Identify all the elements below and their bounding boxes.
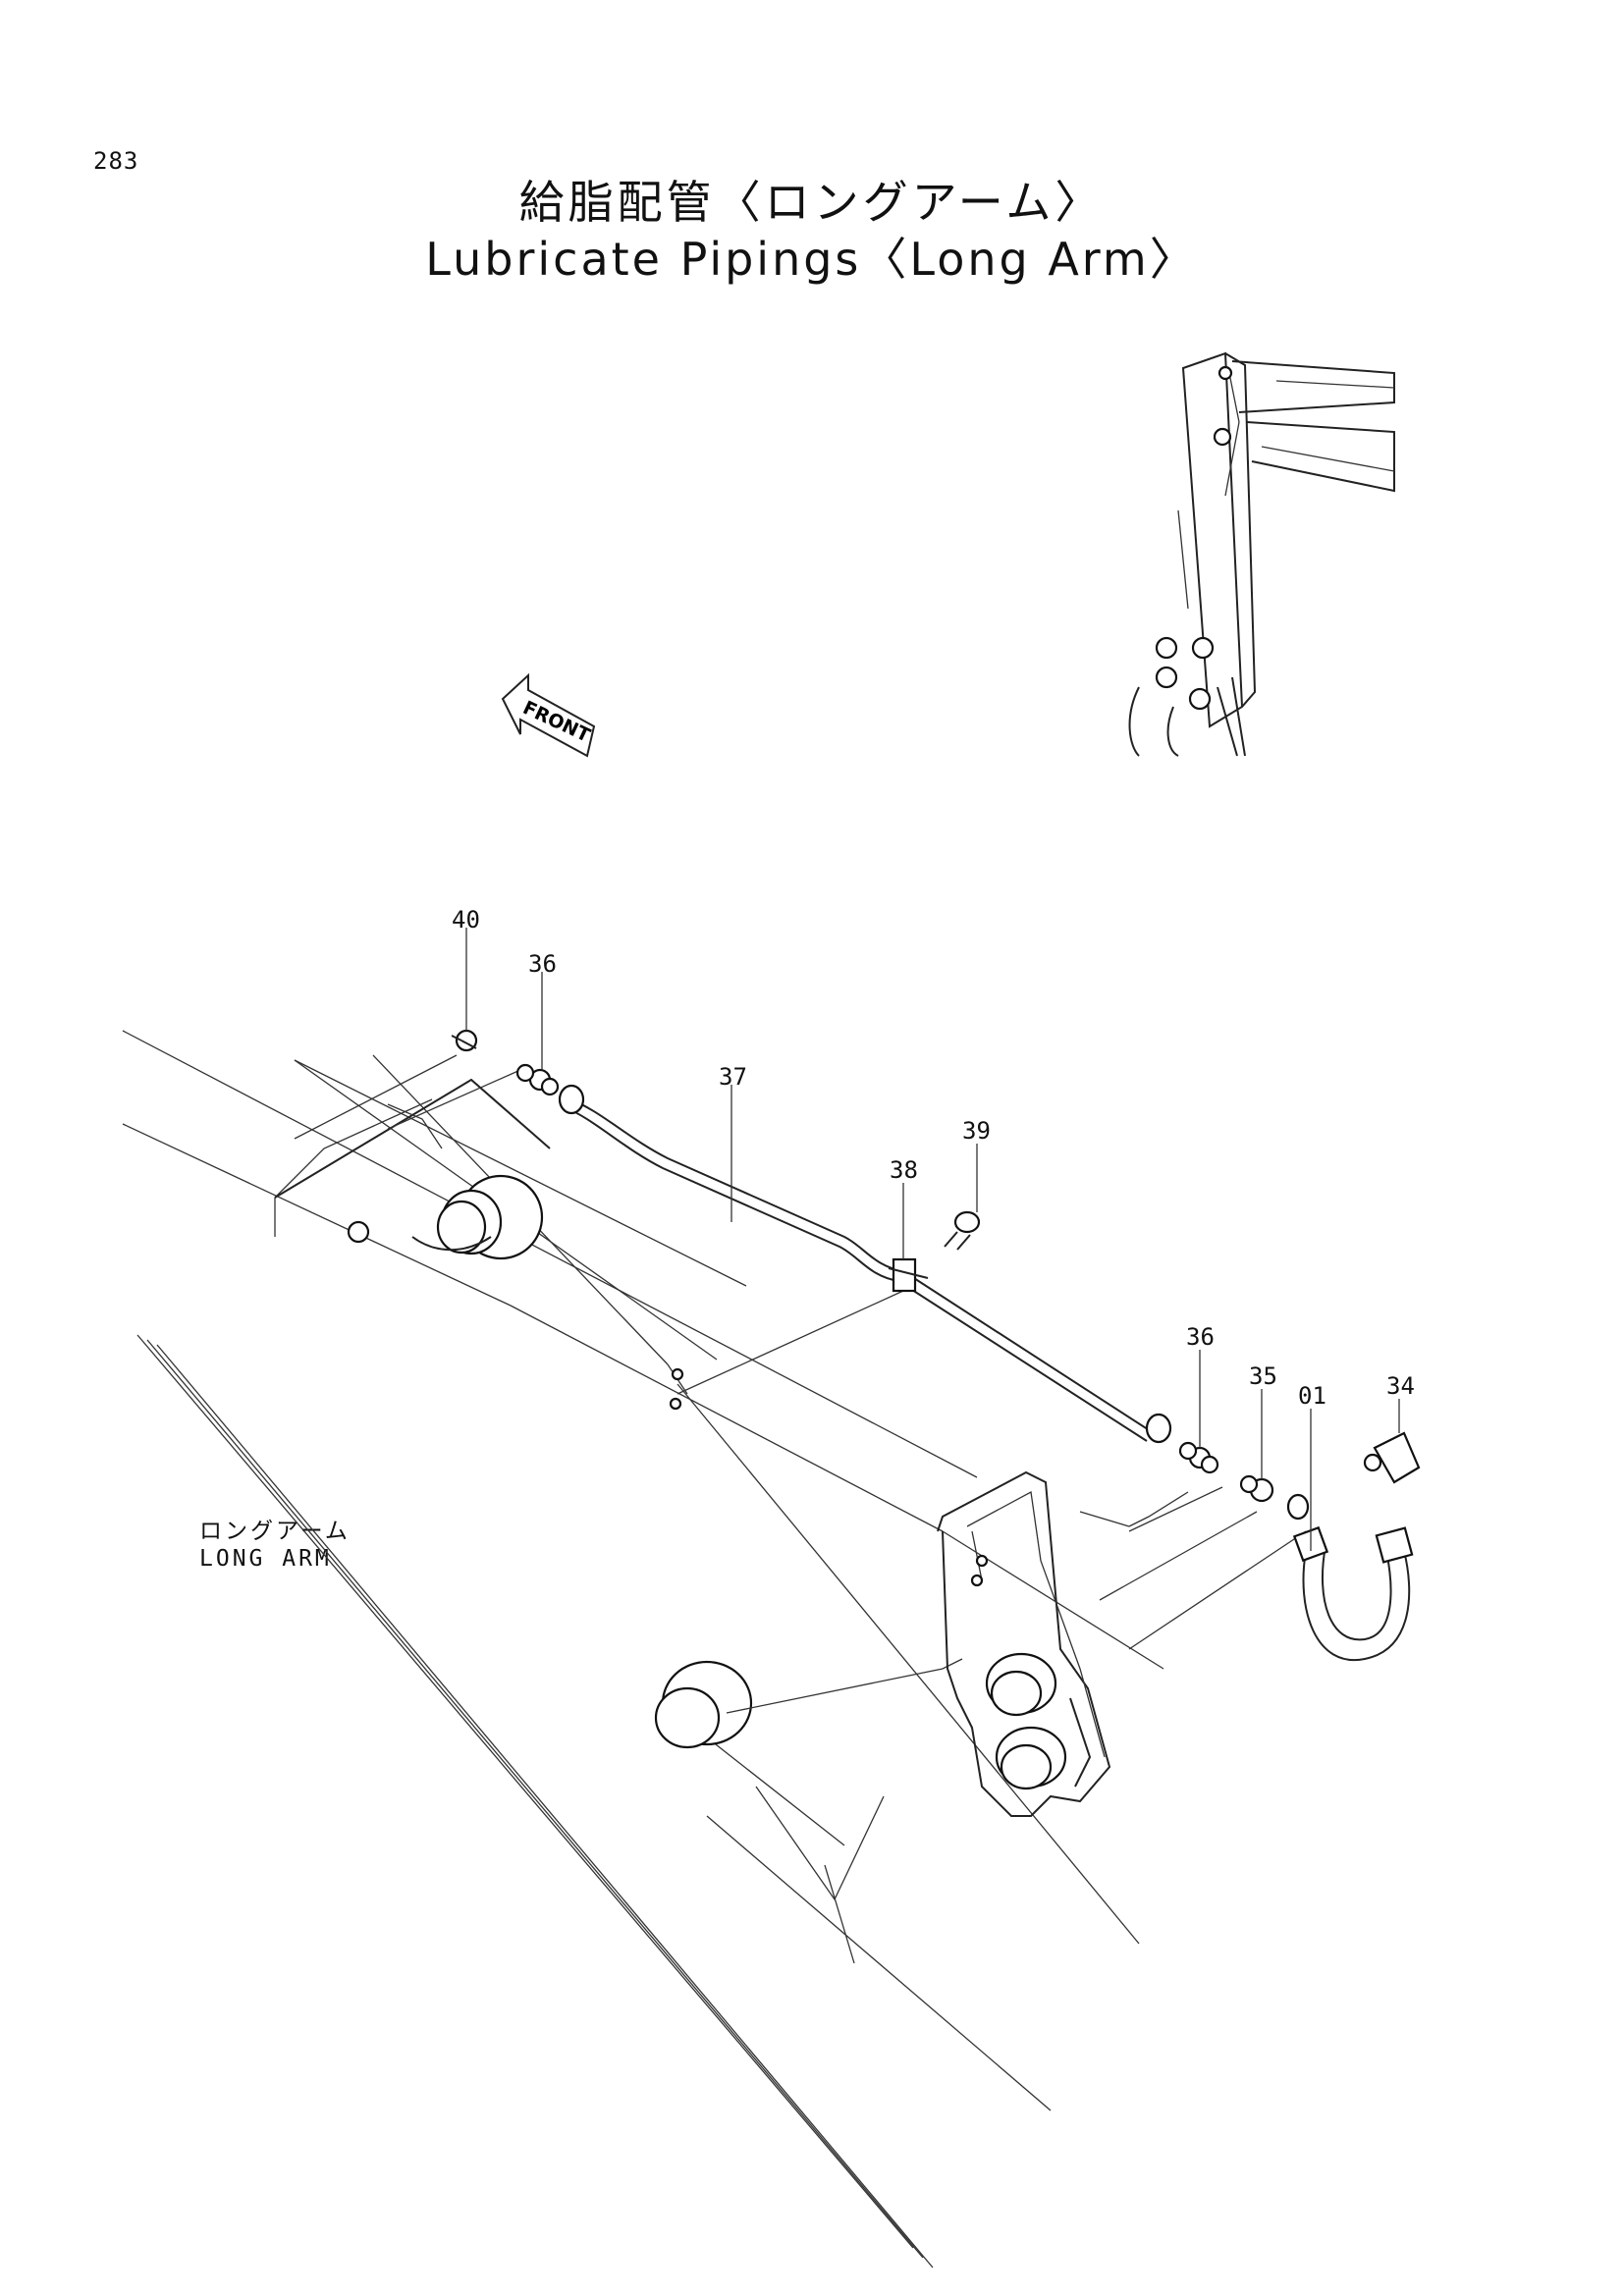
callout-38: 38 xyxy=(890,1156,918,1184)
page-number: 283 xyxy=(93,147,139,175)
callout-01: 01 xyxy=(1298,1382,1326,1410)
callout-leaders xyxy=(465,928,1400,1551)
callout-40: 40 xyxy=(452,906,480,934)
callout-37: 37 xyxy=(719,1063,747,1091)
callout-36-lower: 36 xyxy=(1186,1323,1215,1351)
callout-39: 39 xyxy=(962,1117,991,1145)
pipe-37 xyxy=(558,1084,1172,1444)
hose-34 xyxy=(1292,1431,1421,1662)
fitting-01 xyxy=(1286,1493,1310,1521)
callout-35: 35 xyxy=(1249,1362,1277,1390)
fitting-36-lower xyxy=(1178,1441,1219,1474)
arm-label-japanese: ロングアーム xyxy=(199,1519,351,1544)
arm-label-english: LONG ARM xyxy=(199,1546,332,1572)
callout-34: 34 xyxy=(1386,1372,1415,1400)
fitting-40 xyxy=(451,1029,478,1052)
long-arm-body xyxy=(122,1030,1164,2269)
title-japanese: 給脂配管〈ロングアーム〉 xyxy=(518,176,1105,229)
assembly-leaders xyxy=(294,1054,1307,1650)
mount-block xyxy=(274,1078,551,1199)
front-direction-marker: FRONT xyxy=(501,672,596,758)
fitting-35 xyxy=(1239,1474,1274,1503)
clamp-38 xyxy=(888,1257,929,1293)
title-english: Lubricate Pipings〈Long Arm〉 xyxy=(425,233,1198,286)
bolt-39 xyxy=(944,1210,981,1251)
arm-overview-inset xyxy=(1128,351,1395,757)
callout-labels: 40 36 37 39 38 36 35 01 34 xyxy=(452,906,1415,1410)
fitting-36-upper xyxy=(515,1063,560,1096)
callout-36-upper: 36 xyxy=(528,950,557,978)
